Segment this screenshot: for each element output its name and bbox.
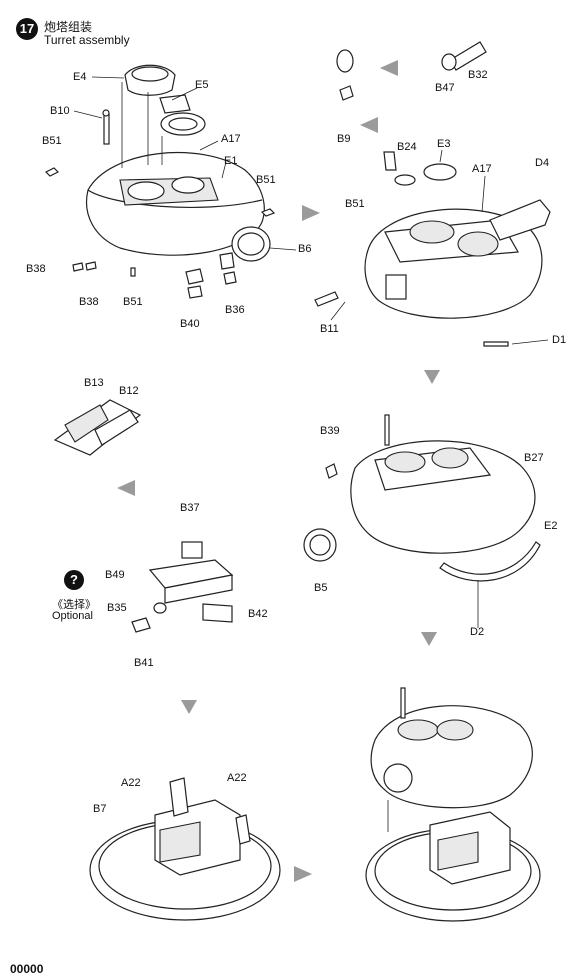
part-label-b13: B13: [84, 377, 104, 389]
page-number: 00000: [10, 962, 44, 976]
optional-gun-mount: [131, 541, 234, 633]
part-label-b36: B36: [225, 304, 245, 316]
arrow-down-1: [424, 370, 440, 384]
arrow-left-2: [360, 117, 378, 133]
arrow-left-1: [380, 60, 398, 76]
part-label-b10: B10: [50, 105, 70, 117]
part-label-e2: E2: [544, 520, 558, 532]
arrow-down-2: [421, 632, 437, 646]
part-label-b51-d: B51: [345, 198, 365, 210]
part-label-b47: B47: [435, 82, 455, 94]
optional-label-chinese: 《选择》: [52, 599, 96, 611]
turret-exploded-right: [314, 41, 551, 347]
part-label-b49: B49: [105, 569, 125, 581]
step-title-english: Turret assembly: [44, 33, 130, 47]
part-label-a17-left: A17: [221, 133, 241, 145]
part-label-b38-b: B38: [79, 296, 99, 308]
part-label-b38-a: B38: [26, 263, 46, 275]
part-label-b35: B35: [107, 602, 127, 614]
turret-ring-base: [89, 777, 281, 921]
part-label-b5: B5: [314, 582, 328, 594]
part-label-a22-b: A22: [227, 772, 247, 784]
part-label-b42: B42: [248, 608, 268, 620]
part-label-e4: E4: [73, 71, 87, 83]
gun-mount-b12-b13: [53, 399, 142, 456]
part-label-a22-a: A22: [121, 777, 141, 789]
part-label-d2: D2: [470, 626, 485, 638]
part-label-e1: E1: [224, 155, 238, 167]
part-label-b11: B11: [320, 323, 339, 335]
part-label-b6: B6: [298, 243, 312, 255]
part-label-e3: E3: [437, 138, 451, 150]
part-label-b41: B41: [134, 657, 154, 669]
part-label-b9: B9: [337, 133, 351, 145]
part-label-d1: D1: [552, 334, 567, 346]
part-label-d4: D4: [535, 157, 550, 169]
part-label-b40: B40: [180, 318, 200, 330]
part-label-b51-c: B51: [123, 296, 143, 308]
optional-question-icon: ?: [64, 570, 84, 590]
arrow-right-2: [294, 866, 312, 882]
turret-assembled-middle: [303, 414, 541, 628]
turret-final-assembly: [365, 687, 541, 922]
step-title-chinese: 炮塔组装: [44, 20, 93, 34]
part-label-e5: E5: [195, 79, 209, 91]
assembly-arrows: [117, 60, 440, 882]
part-label-b51-b: B51: [256, 174, 276, 186]
part-label-b51-a: B51: [42, 135, 62, 147]
step-number-badge: 17: [16, 18, 38, 40]
part-label-b27: B27: [524, 452, 544, 464]
arrow-right-1: [302, 205, 320, 221]
arrow-left-3: [117, 480, 135, 496]
part-label-b32: B32: [468, 69, 488, 81]
turret-base-exploded: [44, 64, 297, 299]
part-label-b39: B39: [320, 425, 340, 437]
part-label-b37: B37: [180, 502, 200, 514]
part-label-b12: B12: [119, 385, 139, 397]
part-label-b24: B24: [397, 141, 417, 153]
part-label-a17-right: A17: [472, 163, 492, 175]
part-label-b7: B7: [93, 803, 107, 815]
optional-label-english: Optional: [52, 610, 93, 622]
arrow-down-3: [181, 700, 197, 714]
